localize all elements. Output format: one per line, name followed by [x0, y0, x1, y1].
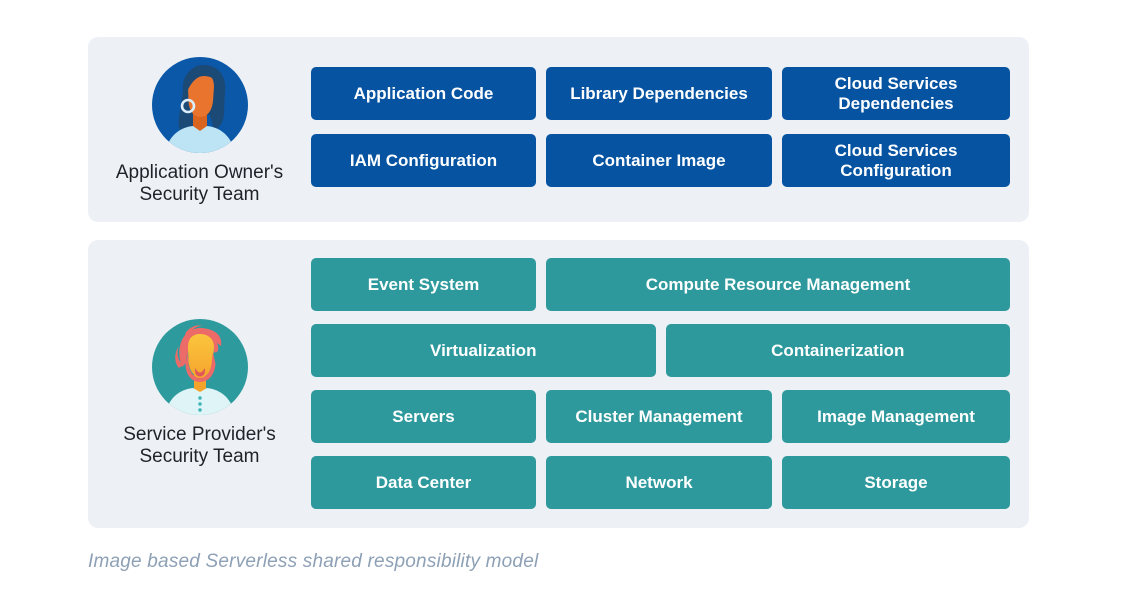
box-data-center: Data Center — [311, 456, 536, 509]
provider-box-row-3: Servers Cluster Management Image Managem… — [311, 390, 1010, 443]
service-provider-avatar-icon — [151, 319, 248, 415]
application-owner-person: Application Owner's Security Team — [88, 37, 311, 222]
box-storage: Storage — [782, 456, 1010, 509]
owner-box-row-2: IAM Configuration Container Image Cloud … — [311, 134, 1010, 187]
box-compute-resource-management: Compute Resource Management — [546, 258, 1010, 311]
box-iam-configuration: IAM Configuration — [311, 134, 536, 187]
box-virtualization: Virtualization — [311, 324, 656, 377]
application-owner-panel: Application Owner's Security Team Applic… — [88, 37, 1029, 222]
box-library-dependencies: Library Dependencies — [546, 67, 772, 120]
box-image-management: Image Management — [782, 390, 1010, 443]
service-provider-person: Service Provider's Security Team — [88, 240, 311, 528]
provider-box-row-4: Data Center Network Storage — [311, 456, 1010, 509]
box-cluster-management: Cluster Management — [546, 390, 772, 443]
application-owner-label: Application Owner's Security Team — [116, 162, 283, 207]
application-owner-boxes: Application Code Library Dependencies Cl… — [311, 37, 1029, 222]
service-provider-boxes: Event System Compute Resource Management… — [311, 240, 1029, 528]
box-container-image: Container Image — [546, 134, 772, 187]
service-provider-label-line1: Service Provider's — [123, 424, 276, 445]
application-owner-label-line2: Security Team — [139, 184, 260, 206]
box-event-system: Event System — [311, 258, 536, 311]
box-cloud-services-dependencies: Cloud Services Dependencies — [782, 67, 1010, 120]
box-servers: Servers — [311, 390, 536, 443]
service-provider-label: Service Provider's Security Team — [123, 424, 276, 469]
box-cloud-services-configuration: Cloud Services Configuration — [782, 134, 1010, 187]
provider-box-row-1: Event System Compute Resource Management — [311, 258, 1010, 311]
application-owner-label-line1: Application Owner's — [115, 162, 284, 183]
service-provider-panel: Service Provider's Security Team Event S… — [88, 240, 1029, 528]
provider-box-row-2: Virtualization Containerization — [311, 324, 1010, 377]
box-containerization: Containerization — [665, 324, 1010, 377]
application-owner-avatar-icon — [151, 57, 248, 153]
box-application-code: Application Code — [311, 67, 536, 120]
owner-box-row-1: Application Code Library Dependencies Cl… — [311, 67, 1010, 120]
service-provider-label-line2: Security Team — [139, 446, 260, 468]
image-caption: Image based Serverless shared responsibi… — [88, 551, 539, 572]
box-network: Network — [546, 456, 772, 509]
